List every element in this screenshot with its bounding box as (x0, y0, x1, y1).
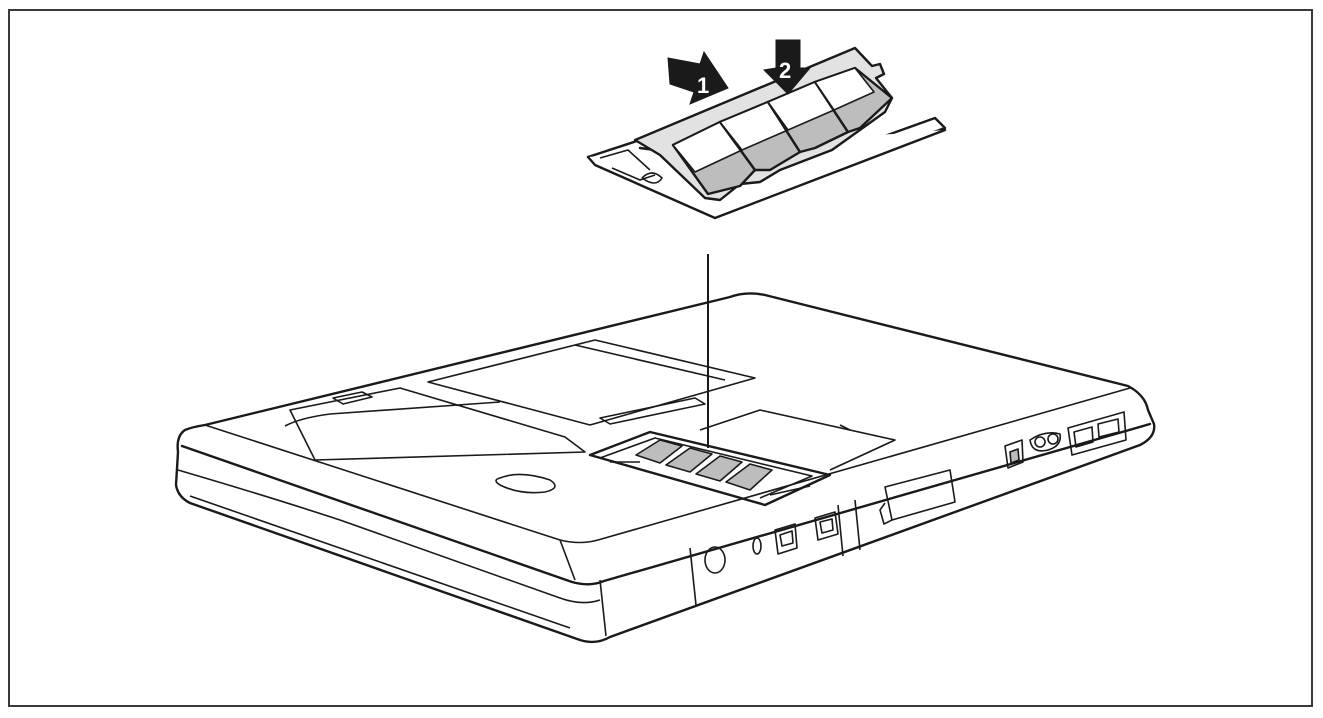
step-1-arrow: 1 (667, 50, 729, 105)
front-ports (704, 511, 839, 574)
memory-module (586, 46, 947, 220)
notebook-underside (174, 292, 1156, 644)
step-1-label: 1 (697, 73, 709, 98)
side-ports (1004, 411, 1127, 469)
step-2-label: 2 (779, 58, 791, 83)
figure-frame (8, 9, 1313, 707)
step-2-arrow: 2 (762, 39, 812, 95)
installed-memory-chips (635, 439, 773, 491)
